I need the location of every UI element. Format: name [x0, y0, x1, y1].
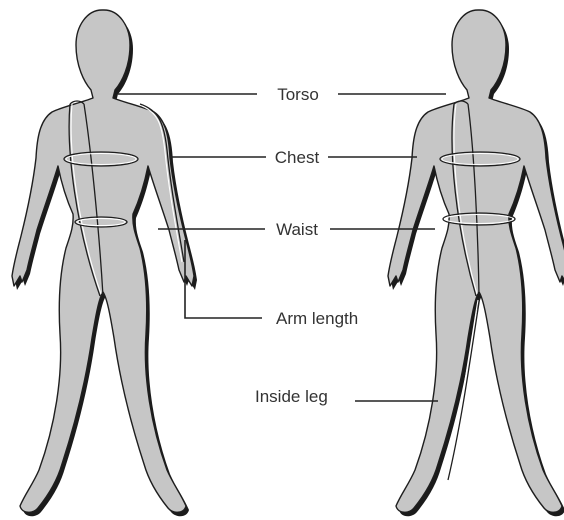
left-figure — [12, 10, 197, 516]
right-figure — [388, 10, 564, 516]
torso-label: Torso — [277, 85, 319, 104]
waist-label: Waist — [276, 220, 318, 239]
inside-leg-label: Inside leg — [255, 387, 328, 406]
chest-label: Chest — [275, 148, 320, 167]
arm-length-label: Arm length — [276, 309, 358, 328]
